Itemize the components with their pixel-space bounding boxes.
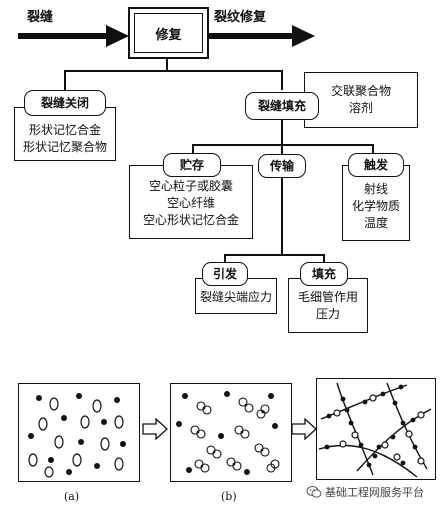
trigger-items: 射线 化学物质 温度	[342, 165, 410, 241]
item-capillary-action: 毛细管作用	[297, 290, 358, 304]
fill-items: 毛细管作用 压力	[288, 278, 368, 333]
item-shape-memory-polymer: 形状记忆聚合物	[22, 140, 107, 154]
item-pressure: 压力	[315, 307, 340, 321]
item-crosslinked-polymer: 交联聚合物	[330, 84, 391, 98]
item-crack-tip-stress: 裂缝尖端应力	[199, 290, 272, 304]
input-label-crack: 裂缝	[27, 10, 54, 25]
item-solvent: 溶剂	[348, 101, 373, 115]
watermark: 基础工程网服务平台	[306, 484, 424, 500]
connector-line	[192, 144, 194, 157]
item-temperature: 温度	[363, 216, 388, 230]
wechat-icon	[306, 486, 322, 498]
item-hollow-sma: 空心形状记忆合金	[142, 213, 239, 227]
repair-box: 修复	[128, 7, 209, 59]
connector-line	[323, 254, 325, 264]
panel-c-polymer-network	[316, 378, 436, 480]
connector-line	[64, 70, 281, 72]
connector-line	[372, 144, 374, 157]
trigger-title: 触发	[363, 158, 388, 172]
arrow-right-icon	[18, 25, 129, 47]
crack-closure-title: 裂缝关闭	[40, 96, 89, 110]
fill-title: 填充	[311, 267, 336, 281]
item-shape-memory-alloy: 形状记忆合金	[28, 123, 101, 137]
crosslink-solvent-box: 交联聚合物 溶剂	[304, 72, 418, 128]
output-label-crack-repaired: 裂纹修复	[214, 10, 267, 25]
item-hollow-fiber: 空心纤维	[166, 196, 215, 210]
panel-b-released-agent	[170, 383, 292, 482]
arrow-right-icon	[142, 418, 168, 440]
initiate-title: 引发	[212, 267, 237, 281]
caption-a: (a)	[64, 490, 80, 503]
arrow-right-icon	[291, 418, 317, 440]
watermark-text: 基础工程网服务平台	[325, 486, 424, 499]
connector-line	[224, 254, 226, 264]
repair-label: 修复	[155, 27, 182, 43]
item-hollow-capsule: 空心粒子或胶囊	[148, 179, 233, 193]
connector-line	[281, 144, 283, 157]
item-chemical: 化学物质	[351, 199, 400, 213]
storage-title: 贮存	[179, 158, 204, 172]
connector-line	[281, 70, 283, 90]
trigger-node: 触发	[348, 153, 404, 177]
storage-items: 空心粒子或胶囊 空心纤维 空心形状记忆合金	[129, 165, 253, 239]
panel-a-capsules	[18, 383, 140, 482]
caption-b: (b)	[221, 490, 237, 503]
crack-filling-title: 裂缝填充	[257, 99, 306, 113]
storage-node: 贮存	[163, 153, 221, 177]
crack-closure-node: 裂缝关闭	[24, 90, 106, 116]
arrow-right-icon	[206, 25, 315, 47]
connector-line	[64, 70, 66, 90]
connector-line	[166, 56, 168, 71]
connector-line	[281, 118, 283, 145]
transport-node: 传输	[258, 154, 306, 178]
fill-node: 填充	[300, 262, 348, 286]
crack-filling-node: 裂缝填充	[245, 92, 319, 120]
item-radiation: 射线	[363, 182, 388, 196]
connector-line	[281, 173, 283, 255]
initiate-node: 引发	[202, 262, 248, 286]
connector-line	[224, 254, 324, 256]
transport-title: 传输	[269, 159, 294, 173]
